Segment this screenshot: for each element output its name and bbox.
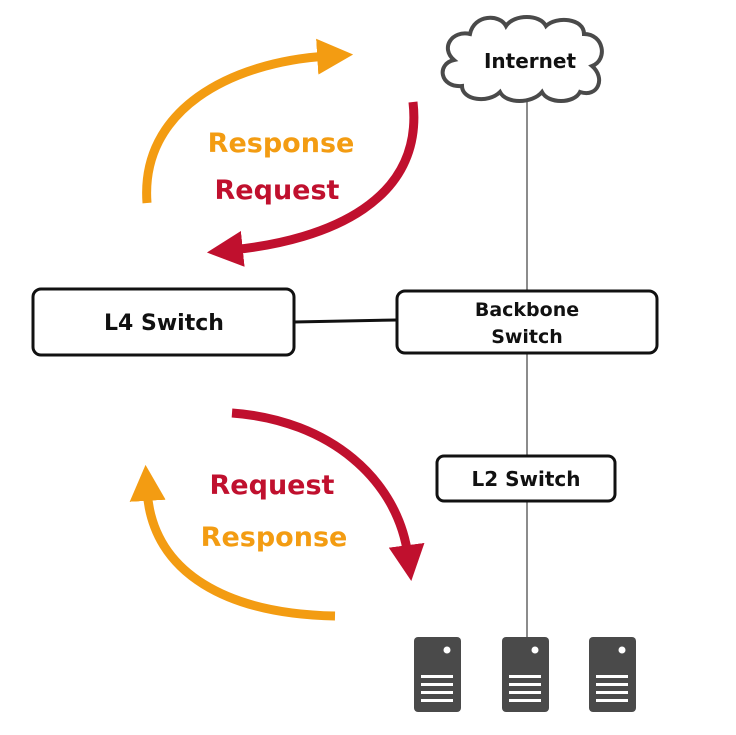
lower-response-arrow	[129, 464, 336, 621]
server-icon	[414, 637, 461, 712]
l2-switch-box: L2 Switch	[435, 454, 617, 503]
lower-response-label: Response	[201, 522, 348, 553]
upper-request-arrow	[206, 101, 419, 267]
upper-response-arrow	[142, 38, 354, 204]
server-icon	[502, 637, 549, 712]
l4-switch-label: L4 Switch	[104, 311, 224, 336]
lower-request-arrow	[231, 408, 425, 581]
internet-cloud: Internet	[440, 15, 604, 103]
backbone-switch-box: Backbone Switch	[395, 289, 659, 355]
link-l4-backbone	[293, 318, 398, 324]
upper-response-label: Response	[208, 128, 355, 159]
upper-request-label: Request	[215, 175, 340, 206]
internet-label: Internet	[484, 49, 576, 73]
lower-request-label: Request	[210, 470, 335, 501]
backbone-label-line1: Backbone	[475, 299, 579, 321]
l4-switch-box: L4 Switch	[31, 287, 296, 357]
server-icon	[589, 637, 636, 712]
backbone-label-line2: Switch	[491, 326, 563, 348]
l2-switch-label: L2 Switch	[471, 467, 580, 491]
